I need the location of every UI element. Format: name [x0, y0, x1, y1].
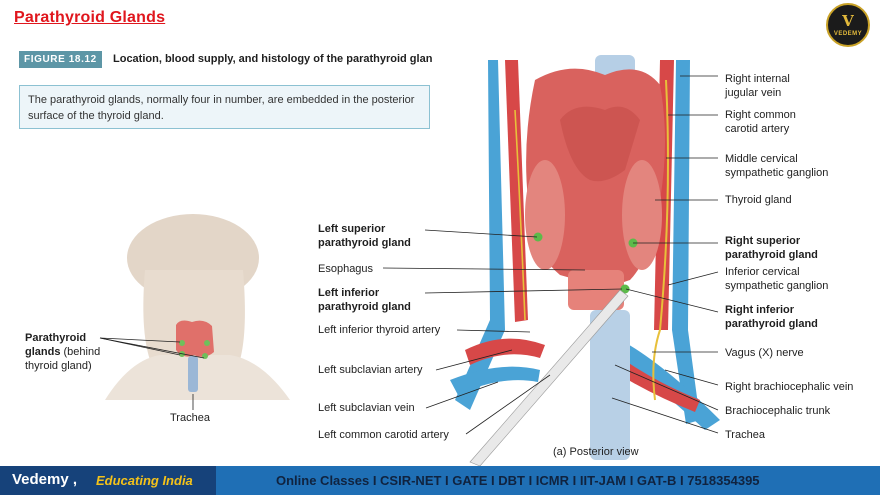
- leader-lines-right: [611, 75, 719, 434]
- logo-wordmark: VEDEMY: [833, 31, 863, 37]
- label-right-inferior: Right inferior: [725, 304, 795, 316]
- footer-classes: Online Classes I CSIR-NET I GATE I DBT I…: [276, 473, 760, 488]
- label-right-superior: Right superior: [725, 235, 801, 247]
- label-left-subclavian-vein: Left subclavian vein: [318, 402, 415, 414]
- label-left-inferior: Left inferior: [318, 287, 380, 299]
- label-right-brachiocephalic-vein: Right brachiocephalic vein: [725, 381, 854, 393]
- footer-brand: Vedemy ,: [12, 471, 78, 488]
- label-middle-cervical: Middle cervical: [725, 153, 798, 165]
- label-thyroid-gland: Thyroid gland: [725, 194, 792, 206]
- label-right-inferior-2: parathyroid gland: [725, 318, 818, 330]
- label-left-inferior-2: parathyroid gland: [318, 301, 411, 313]
- posterior-view-illustration: [450, 55, 720, 466]
- label-right-superior-2: parathyroid gland: [725, 249, 818, 261]
- label-left-superior: Left superior: [318, 223, 386, 235]
- label-vagus-nerve: Vagus (X) nerve: [725, 347, 804, 359]
- page-title: Parathyroid Glands: [14, 9, 166, 26]
- label-inferior-cervical: Inferior cervical: [725, 266, 800, 278]
- label-left-common-carotid: Left common carotid artery: [318, 429, 449, 441]
- leader-lines-left: [382, 229, 623, 435]
- label-esophagus: Esophagus: [318, 263, 374, 275]
- label-trachea-neck: Trachea: [170, 412, 210, 424]
- label-right-common-carotid-2: carotid artery: [725, 123, 790, 135]
- footer-tagline: Educating India: [96, 473, 193, 488]
- label-thyroid-gland-paren: thyroid gland): [25, 360, 92, 372]
- label-right-common-carotid: Right common: [725, 109, 796, 121]
- intro-text: The parathyroid glands, normally four in…: [28, 94, 415, 122]
- label-behind: (behind: [63, 346, 101, 358]
- logo-letter: V: [842, 12, 854, 30]
- label-right-internal-jugular: Right internal: [725, 73, 790, 85]
- neck-figure-illustration: [99, 214, 290, 410]
- figure-caption: Location, blood supply, and histology of…: [113, 53, 433, 65]
- label-inferior-cervical-2: sympathetic ganglion: [725, 280, 829, 292]
- label-middle-cervical-2: sympathetic ganglion: [725, 167, 829, 179]
- label-brachiocephalic-trunk: Brachiocephalic trunk: [725, 405, 831, 417]
- label-left-superior-2: parathyroid gland: [318, 237, 411, 249]
- label-parathyroid: Parathyroid: [25, 332, 87, 344]
- anatomy-illustration: [99, 55, 720, 466]
- intro-text-box: The parathyroid glands, normally four in…: [19, 85, 430, 129]
- view-caption: (a) Posterior view: [553, 446, 639, 458]
- label-glands-bold: glands: [25, 346, 61, 358]
- figure-number-tag: FIGURE 18.12: [19, 51, 102, 68]
- footer-banner: Vedemy , Educating India Online Classes …: [0, 466, 880, 495]
- label-parathyroid-line2: glands (behind: [25, 345, 100, 359]
- label-left-subclavian-artery: Left subclavian artery: [318, 364, 423, 376]
- label-trachea: Trachea: [725, 429, 765, 441]
- footer-brand-panel: [0, 466, 216, 495]
- label-left-inferior-thyroid-artery: Left inferior thyroid artery: [318, 324, 441, 336]
- vedemy-logo: V VEDEMY: [826, 3, 870, 47]
- label-right-internal-jugular-2: jugular vein: [725, 87, 782, 99]
